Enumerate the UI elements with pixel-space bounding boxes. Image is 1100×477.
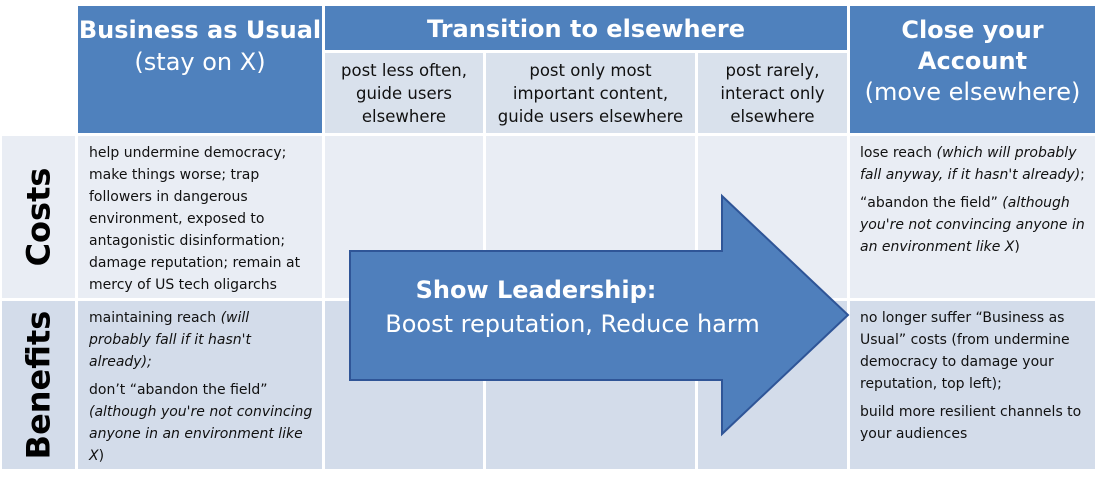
transition-option-2: post only most important content, guide …: [486, 53, 695, 133]
transition-option-1-line-3: elsewhere: [361, 106, 447, 126]
close-benefits-cell: no longer suffer “Business as Usual” cos…: [850, 301, 1095, 469]
transition-option-1: post less often, guide users elsewhere: [325, 53, 483, 133]
transition-option-2-line-3: guide users elsewhere: [497, 106, 684, 126]
transition-option-3-line-2: interact only: [720, 83, 825, 103]
bau-benefits-item-1-plain: maintaining reach: [89, 310, 221, 326]
benefits-row-label-bg: [2, 301, 75, 469]
bau-benefits-item-2-tail: ): [98, 448, 105, 464]
arrow-title: Show Leadership:: [415, 276, 657, 304]
close-costs-item-1-tail: ;: [1080, 167, 1085, 183]
close-benefits-item-2: build more resilient channels to your au…: [860, 404, 1082, 442]
bau-benefits-item-1: maintaining reach (will probably fall if…: [89, 307, 314, 373]
header-close-account-title-1: Close your: [901, 16, 1044, 44]
header-business-as-usual: Business as Usual (stay on X): [78, 6, 322, 133]
header-close-account-title-2: Account: [917, 47, 1028, 75]
close-costs-cell: lose reach (which will probably fall any…: [850, 136, 1095, 298]
costs-row-label-bg: [2, 136, 75, 298]
header-close-account-subtitle: (move elsewhere): [864, 78, 1081, 106]
close-costs-item-1-plain: lose reach: [860, 145, 937, 161]
close-costs-item-2-plain: “abandon the field”: [860, 195, 1003, 211]
transition-option-1-line-2: guide users: [356, 83, 452, 103]
close-costs-item-2-tail: ): [1014, 239, 1020, 255]
leadership-arrow-shape: [349, 193, 850, 437]
close-costs-item-2: “abandon the field” (although you're not…: [860, 192, 1087, 258]
transition-option-3-line-1: post rarely,: [725, 60, 820, 80]
arrow-subtitle: Boost reputation, Reduce harm: [385, 310, 760, 338]
transition-option-2-line-2: important content,: [512, 83, 669, 103]
transition-option-3: post rarely, interact only elsewhere: [698, 53, 847, 133]
header-transition-title: Transition to elsewhere: [426, 15, 746, 43]
header-transition: Transition to elsewhere: [325, 6, 847, 50]
bau-benefits-item-1-italic: (will probably fall if it hasn't already…: [89, 310, 251, 370]
bau-benefits-item-2-plain: don’t “abandon the field”: [89, 382, 268, 398]
header-close-account: Close your Account (move elsewhere): [850, 6, 1095, 133]
transition-option-2-line-1: post only most: [529, 60, 652, 80]
close-costs-item-1-italic: (which will probably fall anyway, if it …: [860, 145, 1081, 183]
bau-benefits-item-2-italic: (although you're not convincing anyone i…: [89, 404, 313, 464]
close-benefits-item-1: no longer suffer “Business as Usual” cos…: [860, 310, 1070, 392]
transition-option-3-line-3: elsewhere: [730, 106, 815, 126]
close-costs-item-2-italic: (although you're not convincing anyone i…: [860, 195, 1085, 255]
bau-benefits-cell: maintaining reach (will probably fall if…: [78, 301, 322, 469]
close-costs-item-1: lose reach (which will probably fall any…: [860, 142, 1087, 186]
bau-benefits-item-2: don’t “abandon the field” (although you'…: [89, 379, 314, 467]
bau-costs-text: help undermine democracy; make things wo…: [89, 145, 301, 293]
header-business-as-usual-title: Business as Usual: [78, 16, 322, 44]
header-business-as-usual-subtitle: (stay on X): [134, 48, 266, 76]
bau-costs-cell: help undermine democracy; make things wo…: [78, 136, 322, 298]
transition-option-1-line-1: post less often,: [341, 60, 467, 80]
